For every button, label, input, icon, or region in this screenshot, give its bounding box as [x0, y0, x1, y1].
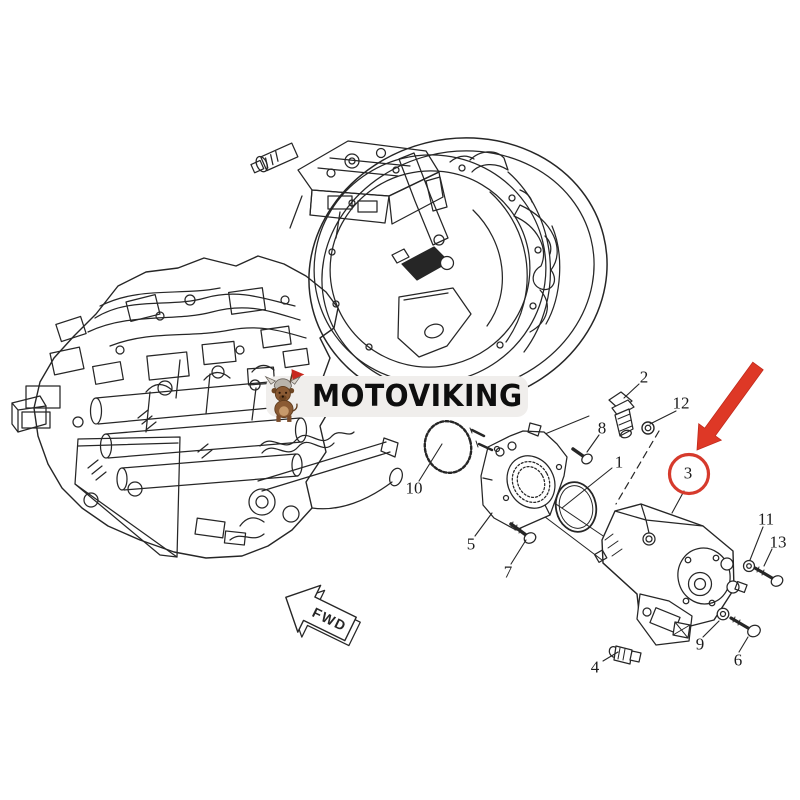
fitting-axis-dashed-line	[615, 430, 660, 505]
part-bolt-13	[753, 566, 784, 587]
part-o-ring-1	[554, 481, 598, 533]
part-hydraulic-pump-3	[593, 503, 748, 646]
control-valve-drawing	[250, 140, 449, 246]
callout-11: 11	[757, 509, 775, 529]
watermark-brand-text: MOTOVIKING	[312, 378, 523, 414]
callout-1: 1	[614, 452, 624, 472]
part-adapter-flange-5	[469, 422, 568, 531]
part-o-ring-10	[423, 419, 473, 475]
callout-3-circled: 3	[683, 463, 693, 483]
part-nut-12	[641, 421, 655, 435]
watermark-badge: MOTOVIKING	[264, 369, 528, 422]
part-washer-11	[742, 559, 756, 573]
highlight-annotations	[667, 361, 764, 496]
callout-6: 6	[733, 650, 743, 670]
part-bolt-8	[571, 447, 593, 465]
callout-leader-lines	[418, 383, 773, 662]
highlight-circle	[667, 452, 711, 496]
callout-5: 5	[466, 534, 476, 554]
pump-exploded-view	[418, 383, 784, 665]
callout-8: 8	[597, 418, 607, 438]
callout-9: 9	[695, 634, 705, 654]
part-bolt-6	[729, 616, 761, 638]
callout-12: 12	[672, 393, 690, 413]
callout-4: 4	[590, 657, 600, 677]
callout-10: 10	[405, 478, 423, 498]
callout-2: 2	[639, 367, 649, 387]
input-shaft-spline	[391, 246, 455, 281]
red-pointer-arrow-icon	[696, 361, 764, 451]
viking-dog-mascot-icon	[264, 369, 305, 422]
part-elbow-fitting-2	[608, 391, 635, 439]
part-washer-9	[716, 607, 730, 621]
callout-7: 7	[503, 562, 513, 582]
selector-shaft	[250, 142, 299, 174]
callout-13: 13	[769, 532, 787, 552]
part-sensor-4	[608, 645, 642, 665]
fwd-direction-arrow: FWD	[285, 584, 361, 647]
